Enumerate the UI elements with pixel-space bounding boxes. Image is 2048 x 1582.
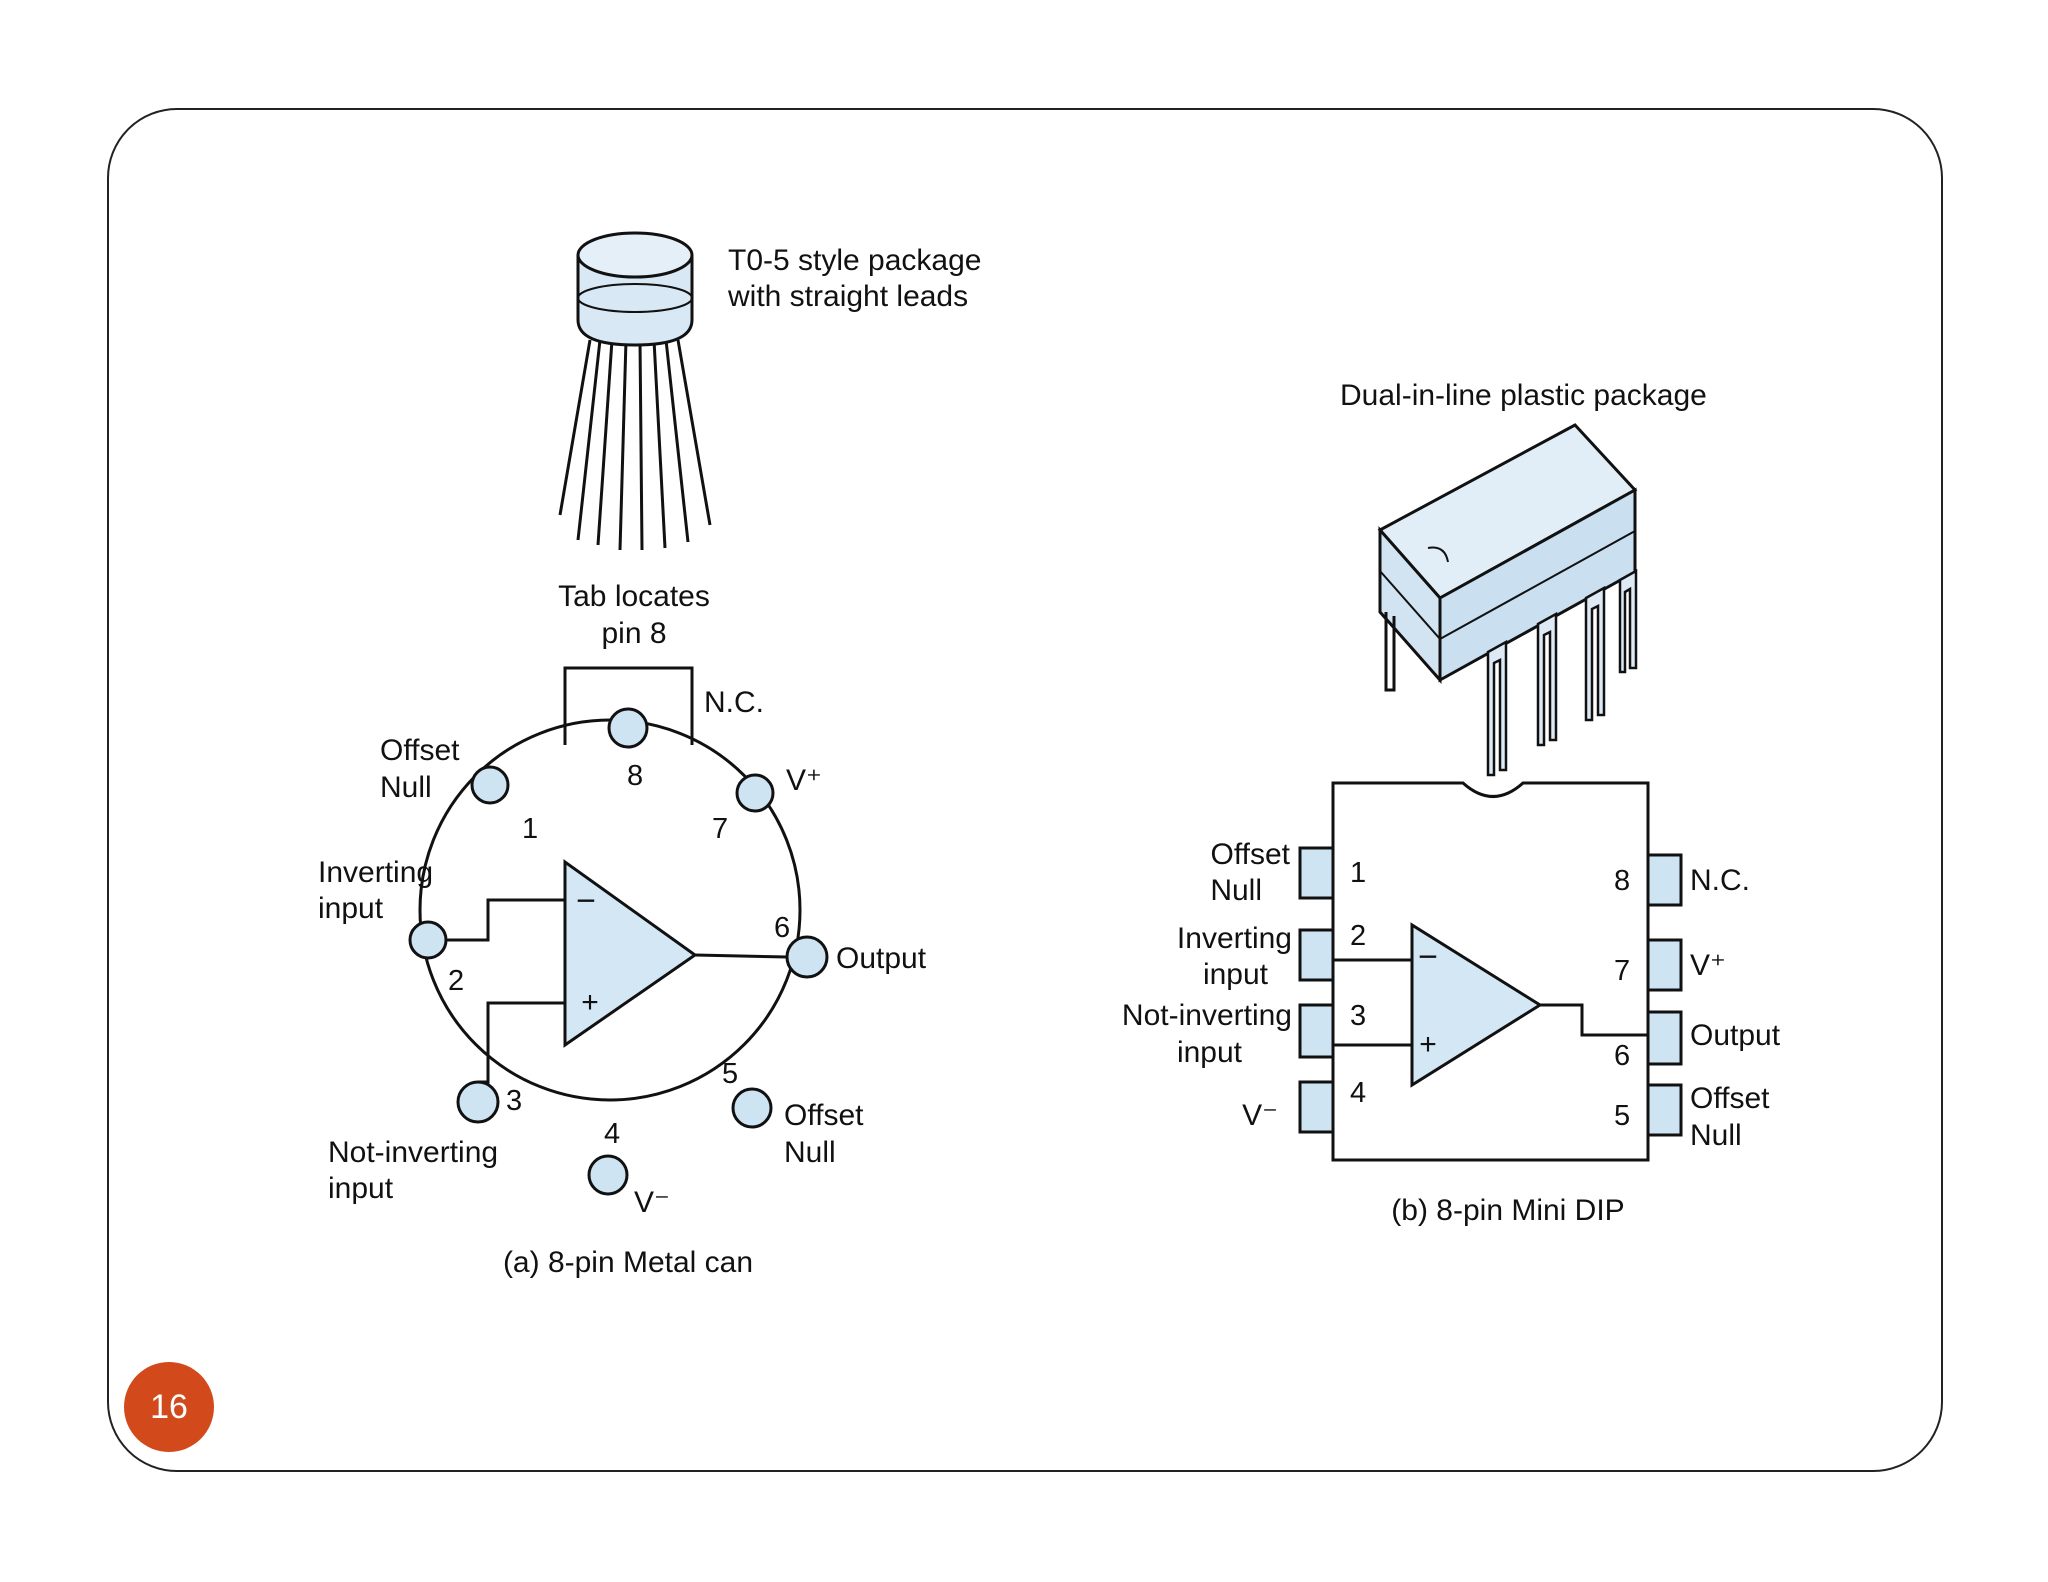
dip-pin-4-label: V⁻ bbox=[1242, 1099, 1278, 1132]
can-pin-7-number: 7 bbox=[712, 813, 728, 845]
dip-pin-7-number: 7 bbox=[1614, 955, 1630, 987]
dip-body-outline bbox=[1331, 781, 1650, 1162]
dip-opamp-symbol bbox=[1410, 922, 1543, 1088]
dip-pin-1-label-line2: Null bbox=[1210, 874, 1262, 907]
can-pin-4-label: V⁻ bbox=[634, 1186, 670, 1219]
dip-pin-2-label-line1: Inverting bbox=[1177, 922, 1292, 955]
can-pin-8-number: 8 bbox=[627, 760, 643, 792]
can-pin-5-number: 5 bbox=[722, 1058, 738, 1090]
dip-pin-5-number: 5 bbox=[1614, 1100, 1630, 1132]
dip-pin-2-number: 2 bbox=[1350, 920, 1366, 952]
can-pin-2 bbox=[408, 920, 448, 960]
can-pin-1-label-line1: Offset bbox=[380, 734, 460, 767]
can-pin-5 bbox=[731, 1087, 773, 1129]
dip-pin-1-number: 1 bbox=[1350, 857, 1366, 889]
can-pin-4-number: 4 bbox=[604, 1118, 620, 1150]
mini-dip-caption: (b) 8-pin Mini DIP bbox=[1391, 1194, 1624, 1227]
can-pin-1 bbox=[470, 765, 510, 805]
can-pin-6-label: Output bbox=[836, 942, 927, 975]
dip-pin-3-label-line2: input bbox=[1177, 1036, 1243, 1069]
dip-pin-5-label-line2: Null bbox=[1690, 1119, 1742, 1152]
can-pin-6 bbox=[785, 935, 829, 979]
can-wire-output bbox=[694, 953, 788, 959]
can-wire-noninverting bbox=[478, 1001, 565, 1084]
dip-pin-4-number: 4 bbox=[1350, 1077, 1366, 1109]
can-minus-sign: − bbox=[576, 882, 596, 920]
dip-pin-1 bbox=[1298, 846, 1335, 900]
dip-pin-6-label: Output bbox=[1690, 1019, 1781, 1052]
metal-can-caption: (a) 8-pin Metal can bbox=[503, 1246, 753, 1279]
can-pin-3 bbox=[456, 1080, 500, 1124]
can-pin-3-label-line1: Not-inverting bbox=[328, 1136, 498, 1169]
pin8-tab bbox=[563, 666, 694, 745]
dip-package-illustration bbox=[1377, 423, 1638, 777]
dip-pin-7-label: V⁺ bbox=[1690, 949, 1726, 982]
to5-package-illustration bbox=[558, 231, 712, 551]
can-pin-8-label: N.C. bbox=[704, 686, 764, 719]
can-wire-inverting bbox=[446, 898, 565, 942]
can-plus-sign: + bbox=[581, 986, 599, 1019]
to5-label-line1: T0-5 style package bbox=[728, 244, 981, 277]
dip-pin-2 bbox=[1298, 928, 1335, 982]
slide-frame bbox=[107, 108, 1943, 1472]
dip-pin-5 bbox=[1646, 1083, 1683, 1137]
dip-pin-8 bbox=[1646, 853, 1683, 907]
dip-pin-3 bbox=[1298, 1003, 1335, 1059]
can-opamp-symbol bbox=[563, 859, 698, 1048]
can-pin-5-label-line1: Offset bbox=[784, 1099, 864, 1132]
can-pin-3-number: 3 bbox=[506, 1085, 522, 1117]
can-pin-3-label-line2: input bbox=[328, 1172, 394, 1205]
dip-plus-sign: + bbox=[1419, 1028, 1437, 1061]
dip-pin-2-label-line2: input bbox=[1203, 958, 1269, 991]
dip-package-label: Dual-in-line plastic package bbox=[1340, 379, 1707, 412]
dip-pin-3-number: 3 bbox=[1350, 1000, 1366, 1032]
metal-can-diagram: T0-5 style package with straight leads T… bbox=[318, 231, 981, 1279]
dip-pin-6-number: 6 bbox=[1614, 1040, 1630, 1072]
tab-label-line2: pin 8 bbox=[601, 617, 666, 650]
dip-pin-8-label: N.C. bbox=[1690, 864, 1750, 897]
can-pin-1-number: 1 bbox=[522, 813, 538, 845]
to5-label-line2: with straight leads bbox=[727, 280, 968, 313]
can-pin-1-label-line2: Null bbox=[380, 771, 432, 804]
can-pin-7 bbox=[735, 773, 775, 813]
can-pin-2-label-line2: input bbox=[318, 892, 384, 925]
dip-wire-output bbox=[1540, 1003, 1648, 1037]
dip-minus-sign: − bbox=[1418, 938, 1438, 976]
dip-pin-5-label-line1: Offset bbox=[1690, 1082, 1770, 1115]
can-pin-4 bbox=[587, 1154, 629, 1196]
can-pin-2-number: 2 bbox=[448, 965, 464, 997]
dip-pin-7 bbox=[1646, 938, 1683, 992]
can-pin-6-number: 6 bbox=[774, 912, 790, 944]
dip-pin-1-label-line1: Offset bbox=[1211, 838, 1291, 871]
page-number-badge: 16 bbox=[124, 1362, 214, 1452]
dip-pin-6 bbox=[1646, 1010, 1683, 1066]
mini-dip-diagram: Dual-in-line plastic package bbox=[1122, 379, 1781, 1227]
can-pin-2-label-line1: Inverting bbox=[318, 856, 433, 889]
can-pin-5-label-line2: Null bbox=[784, 1136, 836, 1169]
dip-pin-8-number: 8 bbox=[1614, 865, 1630, 897]
dip-pin-4 bbox=[1298, 1080, 1335, 1134]
can-pin-8 bbox=[607, 707, 649, 749]
can-pin-7-label: V⁺ bbox=[786, 764, 822, 797]
tab-label-line1: Tab locates bbox=[558, 580, 710, 613]
dip-pin-3-label-line1: Not-inverting bbox=[1122, 999, 1292, 1032]
